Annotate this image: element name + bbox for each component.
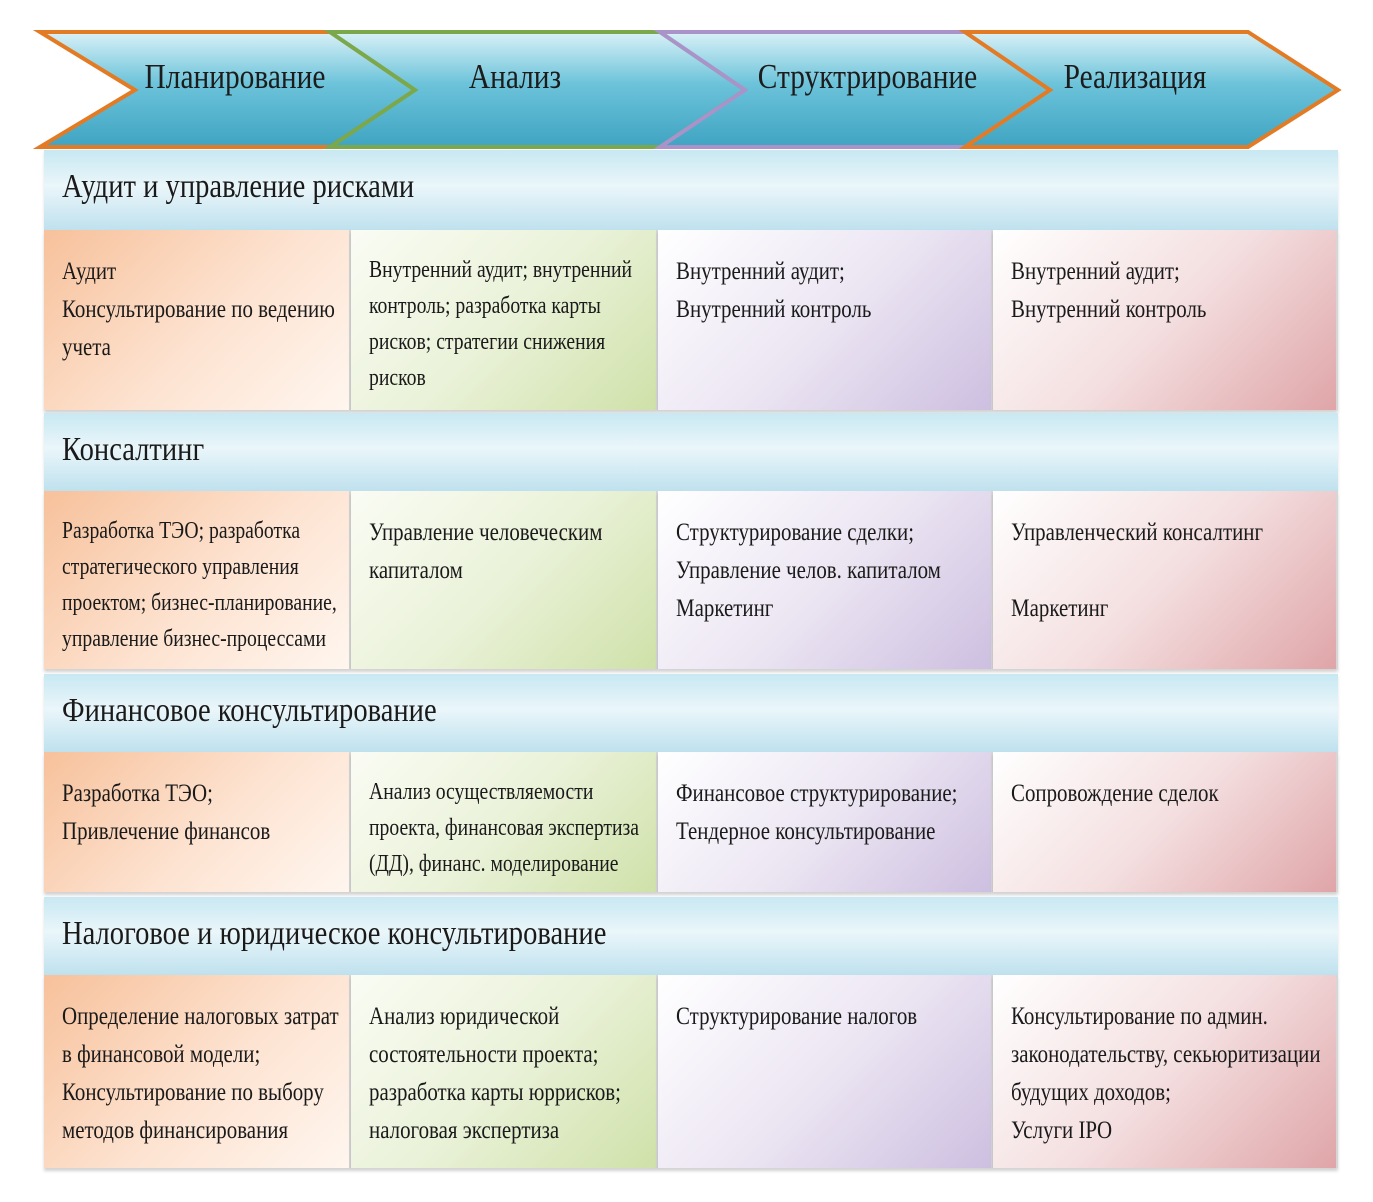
- cell-text: Финансовое структурирование; Тендерное к…: [676, 778, 958, 845]
- cell-tax-implementation: Консультирование по админ. законодательс…: [993, 975, 1338, 1168]
- cell-audit-analysis: Внутренний аудит; внутренний контроль; р…: [351, 230, 658, 410]
- section-header-financial: Финансовое консультирование: [44, 674, 1338, 752]
- cell-text: Разработка ТЭО; Привлечение финансов: [62, 778, 271, 845]
- section-header-tax-legal: Налоговое и юридическое консультирование: [44, 897, 1338, 975]
- section-header-audit: Аудит и управление рисками: [44, 150, 1338, 230]
- cell-text: Консультирование по админ. законодательс…: [1011, 1001, 1321, 1144]
- section-header-consulting: Консалтинг: [44, 413, 1338, 491]
- cell-consulting-structuring: Структурирование сделки; Управление чело…: [658, 491, 993, 669]
- cell-consulting-analysis: Управление человеческим капиталом: [351, 491, 658, 669]
- cell-text: Структурирование сделки; Управление чело…: [676, 517, 941, 622]
- stage-chevrons: [32, 30, 1342, 149]
- cell-financial-implementation: Сопровождение сделок: [993, 752, 1338, 892]
- stage-label-planning: Планирование: [144, 57, 326, 96]
- cell-tax-planning: Определение налоговых затрат в финансово…: [44, 975, 351, 1168]
- cell-financial-structuring: Финансовое структурирование; Тендерное к…: [658, 752, 993, 892]
- section-title: Финансовое консультирование: [62, 692, 437, 729]
- stage-label-implementation: Реализация: [1063, 57, 1207, 96]
- cell-audit-planning: Аудит Консультирование по ведению учета: [44, 230, 351, 410]
- section-title: Налоговое и юридическое консультирование: [62, 915, 607, 952]
- cell-consulting-implementation: Управленческий консалтинг Маркетинг: [993, 491, 1338, 669]
- cell-audit-implementation: Внутренний аудит; Внутренний контроль: [993, 230, 1338, 410]
- cell-audit-structuring: Внутренний аудит; Внутренний контроль: [658, 230, 993, 410]
- chevron-stage-4: [958, 30, 1342, 149]
- cell-text: Управление человеческим капиталом: [369, 517, 603, 584]
- cell-financial-planning: Разработка ТЭО; Привлечение финансов: [44, 752, 351, 892]
- cell-text: Управленческий консалтинг Маркетинг: [1011, 517, 1264, 622]
- cell-text: Внутренний аудит; внутренний контроль; р…: [369, 257, 633, 391]
- cell-tax-analysis: Анализ юридической состоятельности проек…: [351, 975, 658, 1168]
- cell-text: Внутренний аудит; Внутренний контроль: [1011, 256, 1207, 323]
- stage-label-analysis: Анализ: [468, 57, 562, 96]
- section-title: Консалтинг: [62, 431, 205, 468]
- cell-consulting-planning: Разработка ТЭО; разработка стратегическо…: [44, 491, 351, 669]
- cell-text: Структурирование налогов: [676, 1001, 918, 1030]
- cell-text: Внутренний аудит; Внутренний контроль: [676, 256, 872, 323]
- cell-text: Анализ юридической состоятельности проек…: [369, 1001, 621, 1144]
- cell-text: Аудит Консультирование по ведению учета: [62, 256, 335, 361]
- cell-tax-structuring: Структурирование налогов: [658, 975, 993, 1168]
- stage-label-structuring: Структрирование: [757, 57, 978, 96]
- cell-text: Определение налоговых затрат в финансово…: [62, 1001, 339, 1144]
- cell-text: Разработка ТЭО; разработка стратегическо…: [62, 518, 337, 652]
- cell-text: Анализ осуществляемости проекта, финансо…: [369, 779, 640, 877]
- section-title: Аудит и управление рисками: [62, 168, 415, 205]
- cell-text: Сопровождение сделок: [1011, 778, 1219, 807]
- cell-financial-analysis: Анализ осуществляемости проекта, финансо…: [351, 752, 658, 892]
